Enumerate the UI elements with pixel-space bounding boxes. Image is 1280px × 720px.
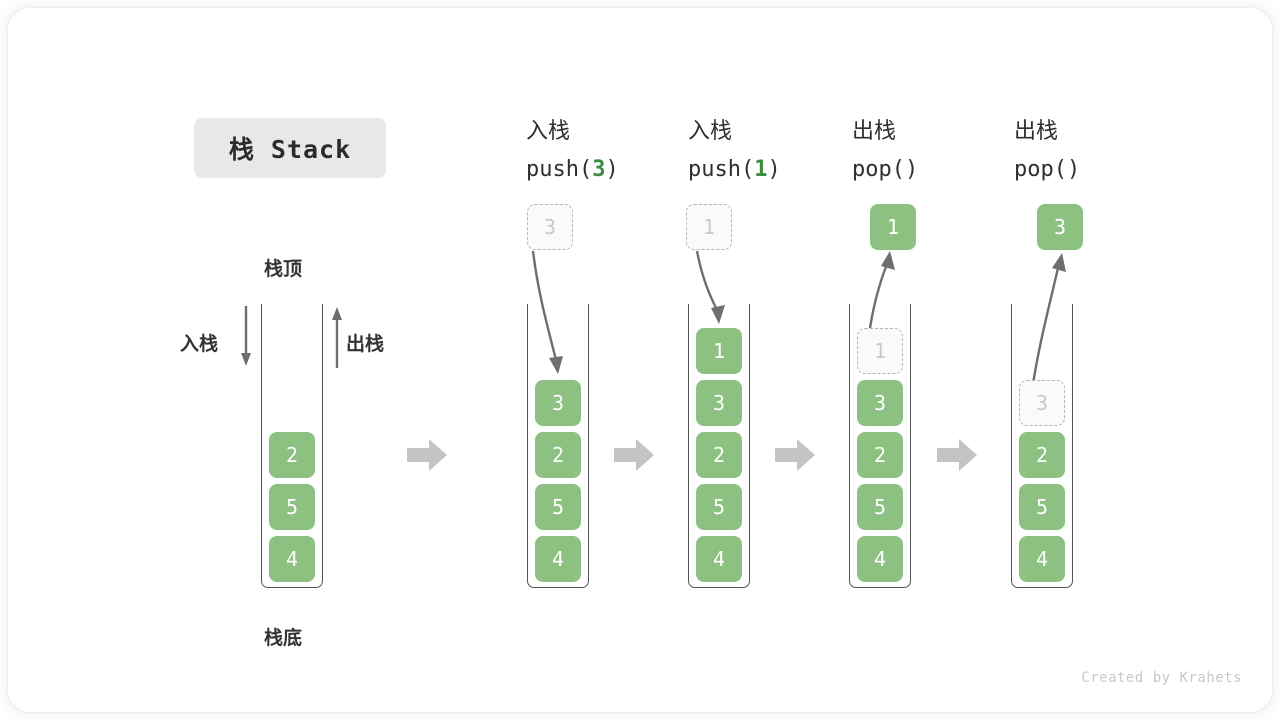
- stack-cell: 5: [535, 484, 581, 530]
- title-badge: 栈 Stack: [194, 118, 386, 178]
- stack-top-label: 栈顶: [264, 258, 303, 280]
- step-op-name: 出栈: [1014, 119, 1059, 144]
- pop-flow-arrow-icon: [868, 251, 895, 329]
- step-heading-push-1: 入栈 push(1): [688, 113, 781, 189]
- push-flow-arrow-icon: [695, 250, 725, 324]
- push-direction-label: 入栈: [180, 333, 219, 355]
- step-op-code: push(1): [688, 157, 781, 182]
- stack-container-pop-1: 1 3 2 5 4: [849, 304, 911, 588]
- stack-cell: 2: [269, 432, 315, 478]
- stack-cell: 5: [1019, 484, 1065, 530]
- stack-cell: 1: [696, 328, 742, 374]
- stack-cell: 3: [535, 380, 581, 426]
- step-op-arg: 3: [592, 157, 606, 182]
- stack-container-initial: 2 5 4: [261, 304, 323, 588]
- stack-cell: 3: [696, 380, 742, 426]
- step-op-arg: 1: [754, 157, 768, 182]
- step-heading-push-3: 入栈 push(3): [526, 113, 619, 189]
- stack-cell: 3: [857, 380, 903, 426]
- external-element-push-1: 1: [686, 204, 732, 250]
- page-title: 栈 Stack: [228, 135, 352, 164]
- stack-cell: 4: [696, 536, 742, 582]
- step-transition-arrow-icon: [937, 439, 977, 471]
- stack-cell: 2: [696, 432, 742, 478]
- stack-cell: 4: [1019, 536, 1065, 582]
- pop-direction-label: 出栈: [346, 333, 385, 355]
- stack-cell: 2: [857, 432, 903, 478]
- pop-flow-arrow-icon: [1030, 253, 1066, 392]
- stack-cell: 5: [857, 484, 903, 530]
- push-direction-arrow-icon: [241, 306, 251, 366]
- pop-direction-arrow-icon: [332, 307, 342, 368]
- diagram-card: 栈 Stack 栈顶 栈底 入栈 出栈 2 5 4 入栈 push(3): [8, 8, 1272, 712]
- stack-cell: 4: [535, 536, 581, 582]
- step-op-name: 出栈: [852, 119, 897, 144]
- step-op-code: push(3): [526, 157, 619, 182]
- stack-cell: 5: [696, 484, 742, 530]
- stack-cell: 2: [1019, 432, 1065, 478]
- step-transition-arrow-icon: [407, 439, 447, 471]
- external-element-push-3: 3: [527, 204, 573, 250]
- step-transition-arrow-icon: [775, 439, 815, 471]
- stack-cell: 2: [535, 432, 581, 478]
- popped-element-3: 3: [1037, 204, 1083, 250]
- stack-cell: 4: [857, 536, 903, 582]
- stack-container-push-3: 3 2 5 4: [527, 304, 589, 588]
- stack-cell: 1: [857, 328, 903, 374]
- credit-text: Created by Krahets: [1081, 670, 1242, 686]
- popped-element-1: 1: [870, 204, 916, 250]
- step-op-code: pop(): [1014, 157, 1081, 182]
- step-heading-pop-1: 出栈 pop(): [852, 113, 918, 189]
- step-op-code: pop(): [852, 157, 919, 182]
- stack-bottom-label: 栈底: [264, 627, 303, 649]
- stack-container-push-1: 1 3 2 5 4: [688, 304, 750, 588]
- stack-cell: 5: [269, 484, 315, 530]
- step-op-name: 入栈: [526, 119, 571, 144]
- stack-cell: 4: [269, 536, 315, 582]
- step-heading-pop-2: 出栈 pop(): [1014, 113, 1080, 189]
- step-op-name: 入栈: [688, 119, 733, 144]
- stack-cell: 3: [1019, 380, 1065, 426]
- stack-container-pop-2: 3 2 5 4: [1011, 304, 1073, 588]
- push-flow-arrow-icon: [531, 250, 563, 374]
- step-transition-arrow-icon: [614, 439, 654, 471]
